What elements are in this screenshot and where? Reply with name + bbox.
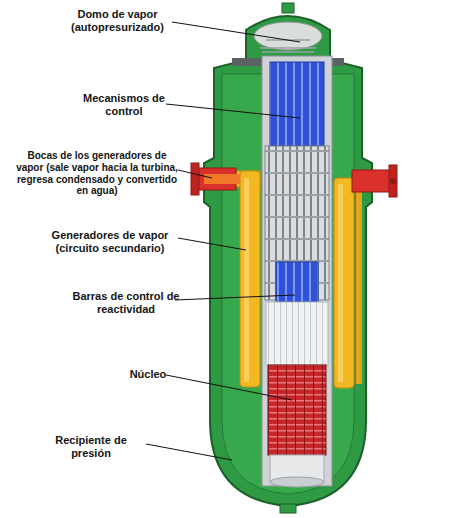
sg-nozzle: [352, 170, 392, 192]
callout-label: Mecanismos de control: [78, 92, 170, 118]
leader-line: [166, 375, 292, 400]
steam-generator-shade: [244, 178, 249, 382]
steam-generator: [334, 178, 354, 388]
steam-generator-shade: [338, 184, 343, 382]
dome-frame: [260, 40, 316, 52]
callout-label: Recipiente de presión: [36, 434, 146, 460]
leader-line: [166, 104, 300, 118]
steam-generator: [356, 184, 362, 384]
leader-lines: [146, 22, 300, 460]
vessel-foot: [280, 504, 296, 513]
reactor-core: [268, 365, 326, 455]
steam-generator: [240, 171, 260, 387]
callout-label: Núcleo: [118, 368, 178, 381]
leader-line: [175, 295, 295, 300]
callout-label: Domo de vapor (autopresurizado): [60, 8, 175, 34]
core-barrel: [262, 56, 332, 486]
control-mechanisms: [270, 62, 324, 146]
callout-label: Barras de control de reactividad: [72, 290, 180, 316]
sg-bolt: [390, 178, 396, 184]
leader-line: [172, 22, 300, 42]
sg-flange: [191, 163, 199, 195]
leader-line: [146, 444, 232, 460]
riser-section: [266, 302, 328, 365]
callout-label: Generadores de vapor (circuito secundari…: [40, 229, 180, 255]
lower-plate: [270, 477, 324, 487]
leader-line: [178, 238, 246, 250]
pressure-vessel: [204, 16, 372, 506]
dome-nozzle: [282, 3, 294, 13]
callout-label: Bocas de los generadores de vapor (sale …: [14, 150, 180, 197]
leader-line: [178, 170, 212, 178]
sg-nozzle-inner: [204, 174, 240, 184]
sg-flange: [389, 165, 397, 197]
